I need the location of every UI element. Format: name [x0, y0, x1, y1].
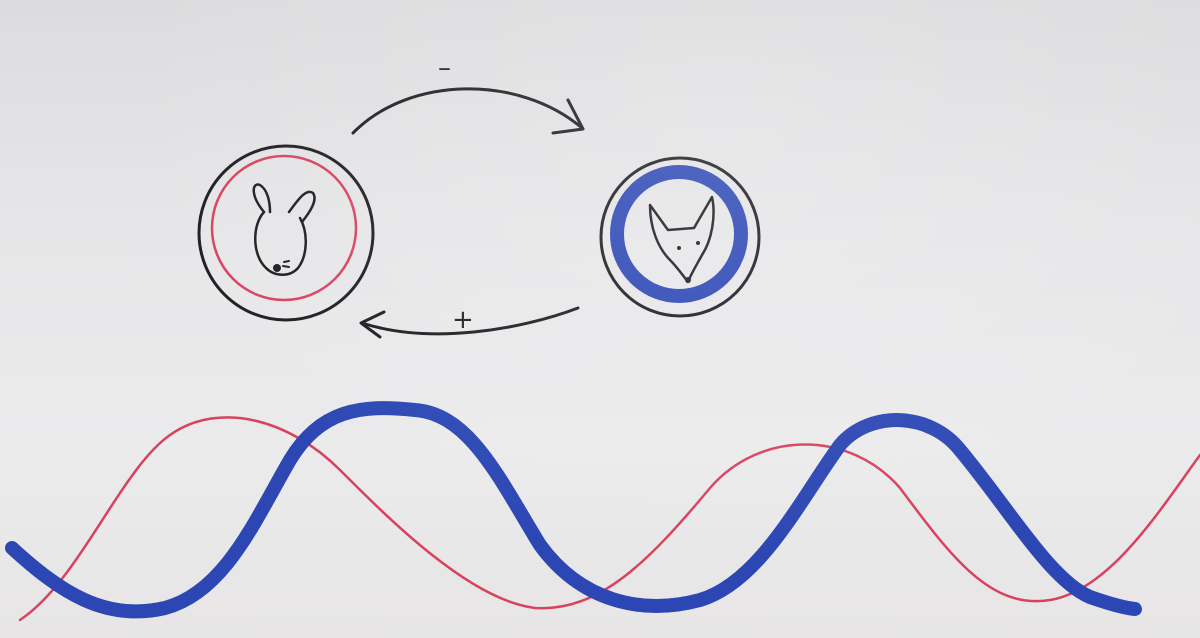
prey-outer-ring — [197, 144, 375, 322]
predator-population-wave — [5, 401, 1142, 619]
prey-red-ring — [210, 154, 358, 302]
bottom-arrow-curve — [360, 306, 580, 336]
top-arrow-curve — [351, 87, 584, 135]
bottom-arrow: + — [359, 305, 580, 339]
prey-node — [197, 144, 375, 322]
fox-nose — [685, 277, 691, 283]
predator-blue-ring — [610, 165, 748, 303]
top-arrow-label: – — [438, 53, 451, 83]
rabbit-icon — [252, 183, 316, 276]
population-waves — [5, 401, 1200, 622]
prey-population-wave — [18, 416, 1200, 622]
predator-node — [599, 156, 761, 318]
bottom-arrow-head — [359, 310, 386, 339]
bottom-arrow-label: + — [452, 305, 474, 335]
top-arrow-head — [551, 98, 585, 135]
top-arrow: – — [351, 53, 585, 135]
predator-outer-ring — [599, 156, 761, 318]
fox-icon — [648, 195, 715, 284]
rabbit-nose — [273, 264, 281, 272]
